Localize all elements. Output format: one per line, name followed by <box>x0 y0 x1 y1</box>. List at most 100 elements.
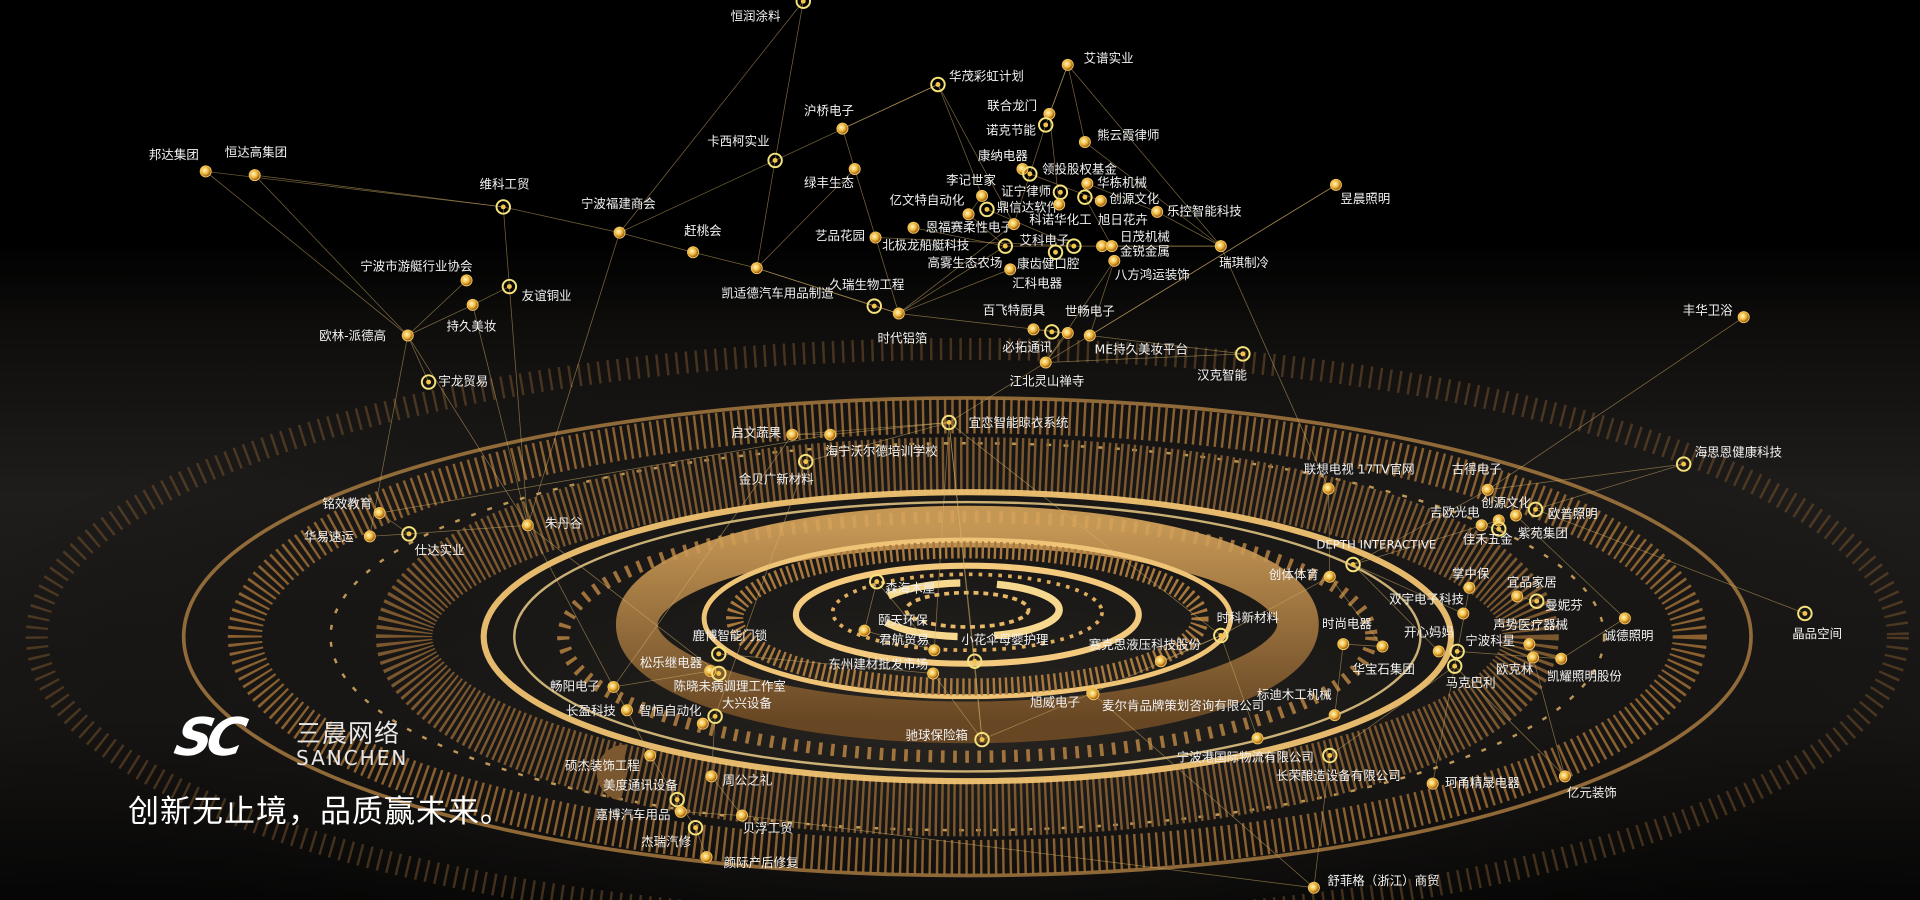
node-label[interactable]: 宁波市游艇行业协会 <box>360 258 472 273</box>
network-node[interactable]: 鹿博智能门锁 <box>692 628 767 662</box>
node-label[interactable]: 艾谱实业 <box>1084 50 1134 65</box>
network-node[interactable]: ME持久美妆平台 <box>1083 329 1188 357</box>
node-label[interactable]: 晶品空间 <box>1792 626 1842 641</box>
node-label[interactable]: 旭日花卉 <box>1098 212 1148 227</box>
node-label[interactable]: 赛克思液压科技股份 <box>1089 637 1202 652</box>
node-label[interactable]: 金锐金属 <box>1120 244 1170 259</box>
node-label[interactable]: 熊云霞律师 <box>1097 127 1159 142</box>
network-node[interactable]: 凯适德汽车用品制造 <box>721 262 834 301</box>
node-label[interactable]: 吉欧光电 <box>1430 505 1480 520</box>
node-label[interactable]: 邦达集团 <box>149 147 199 162</box>
node-label[interactable]: 古得电子 <box>1452 462 1502 477</box>
network-node[interactable]: 丰华卫浴 <box>1683 303 1750 324</box>
node-label[interactable]: 诚德照明 <box>1604 628 1654 643</box>
node-label[interactable]: 李记世家 <box>946 173 996 188</box>
node-label[interactable]: 海宁沃尔德培训学校 <box>826 443 939 458</box>
node-label[interactable]: 开心妈妈 <box>1404 625 1454 640</box>
node-label[interactable]: 畅阳电子 <box>550 678 600 693</box>
network-node[interactable]: 宜恋智能晾衣系统 <box>941 414 1068 430</box>
network-node[interactable]: 华栋机械 <box>1081 175 1147 190</box>
network-node[interactable]: DEPTH INTERACTIVE <box>1316 537 1436 573</box>
node-label[interactable]: 美度通讯设备 <box>603 778 678 793</box>
network-node[interactable]: 诺克节能 <box>986 117 1054 138</box>
network-node[interactable]: 珂甬精晟电器 <box>1426 775 1520 790</box>
node-label[interactable]: 绿丰生态 <box>804 175 854 190</box>
node-label[interactable]: 欧普照明 <box>1548 506 1598 521</box>
network-node[interactable]: 陈晓未病调理工作室 <box>674 665 786 694</box>
network-node[interactable]: 亿元装饰 <box>1558 770 1617 800</box>
network-node[interactable]: 乐控智能科技 <box>1151 203 1243 218</box>
network-node[interactable]: 高雾生态农场 <box>927 218 1020 270</box>
node-label[interactable]: 陈晓未病调理工作室 <box>674 678 786 693</box>
node-label[interactable]: 华栋机械 <box>1097 175 1147 190</box>
node-label[interactable]: 佳禾五金 <box>1463 532 1513 547</box>
network-node[interactable]: 持久美妆 <box>446 298 496 333</box>
network-node[interactable]: 宇龙贸易 <box>420 374 488 390</box>
node-label[interactable]: 友谊铜业 <box>522 288 572 303</box>
node-label[interactable]: 恒润涂料 <box>731 9 781 24</box>
node-label[interactable]: 必拓通讯 <box>1002 339 1052 354</box>
network-node[interactable]: 恩福赛柔性电子 <box>907 219 1013 234</box>
node-label[interactable]: 乐控智能科技 <box>1167 203 1242 218</box>
node-label[interactable]: 康齿健口腔 <box>1017 256 1079 271</box>
network-node[interactable]: 维科工贸 <box>480 176 530 215</box>
node-label[interactable]: 创体体育 <box>1269 567 1319 582</box>
network-node[interactable]: 开心妈妈 <box>1404 625 1454 658</box>
network-node[interactable]: 欧克林 <box>1496 651 1540 676</box>
network-node[interactable]: 马克巴利 <box>1446 658 1496 690</box>
network-node[interactable]: 时尚电器 <box>1322 616 1372 651</box>
node-label[interactable]: 高雾生态农场 <box>927 255 1002 270</box>
node-label[interactable]: 江北灵山禅寺 <box>1010 374 1085 389</box>
network-node[interactable]: 江北灵山禅寺 <box>1010 356 1085 389</box>
node-label[interactable]: 珂甬精晟电器 <box>1445 775 1520 790</box>
node-label[interactable]: 曼妮芬 <box>1545 598 1583 613</box>
network-node[interactable]: 驰球保险箱 <box>906 727 990 748</box>
node-label[interactable]: 声势医疗器械 <box>1493 617 1568 632</box>
network-node[interactable]: 百飞特厨具 <box>983 303 1045 336</box>
network-node[interactable]: 掌中保 <box>1452 566 1490 594</box>
node-label[interactable]: 鹿博智能门锁 <box>692 628 767 643</box>
network-node[interactable]: 海宁沃尔德培训学校 <box>824 428 939 458</box>
network-node[interactable]: 康齿健口腔 <box>1017 244 1079 271</box>
network-node[interactable]: 领投股权基金 <box>1022 162 1117 182</box>
node-label[interactable]: 铭效教育 <box>322 496 372 511</box>
node-label[interactable]: 大兴设备 <box>722 696 772 711</box>
node-label[interactable]: 智恒自动化 <box>639 703 701 718</box>
node-label[interactable]: 掌中保 <box>1452 566 1490 581</box>
node-label[interactable]: 亿文特自动化 <box>890 192 965 207</box>
node-label[interactable]: 启文蔬果 <box>731 425 781 440</box>
node-label[interactable]: 赶桃会 <box>684 223 721 238</box>
node-label[interactable]: 艺品花园 <box>815 228 865 243</box>
node-label[interactable]: 贝浮工贸 <box>743 820 793 835</box>
network-node[interactable]: 艾谱实业 <box>1061 50 1134 71</box>
network-node[interactable]: 绿丰生态 <box>804 162 861 190</box>
network-node[interactable]: 创体体育 <box>1269 567 1336 583</box>
network-node[interactable]: 赛克思液压科技股份 <box>1089 637 1202 668</box>
network-node[interactable]: 朱丹谷 <box>521 516 583 532</box>
network-node[interactable]: 联想电视 17TV官网 <box>1304 462 1415 495</box>
node-label[interactable]: 硕杰装饰工程 <box>565 758 640 773</box>
node-label[interactable]: 长荣酿造设备有限公司 <box>1276 768 1401 783</box>
node-label[interactable]: 嘉博汽车用品 <box>596 807 671 822</box>
node-label[interactable]: 金贝广新材料 <box>739 471 814 486</box>
network-node[interactable]: 美度通讯设备 <box>603 778 685 808</box>
node-label[interactable]: 麦尔肯品牌策划咨询有限公司 <box>1102 698 1264 713</box>
node-label[interactable]: 日茂机械 <box>1120 229 1170 244</box>
node-label[interactable]: 艾科电子 <box>1020 233 1070 248</box>
node-label[interactable]: 创源文化 <box>1481 495 1531 510</box>
node-label[interactable]: 汉克智能 <box>1197 367 1247 382</box>
network-node[interactable]: 仕达实业 <box>401 526 465 558</box>
network-node[interactable]: 畅阳电子 <box>550 678 620 693</box>
network-node[interactable]: 欧普照明 <box>1527 501 1598 521</box>
node-label[interactable]: 恩福赛柔性电子 <box>926 219 1013 234</box>
network-node[interactable]: 古得电子 <box>1452 462 1502 496</box>
network-node[interactable]: 华宝石集团 <box>1352 640 1415 676</box>
node-label[interactable]: 凯适德汽车用品制造 <box>721 285 834 300</box>
network-node[interactable]: 北极龙船艇科技 <box>882 238 1014 254</box>
node-label[interactable]: 瑞琪制冷 <box>1219 255 1269 270</box>
node-label[interactable]: 汇科电器 <box>1012 276 1062 291</box>
network-node[interactable]: 科诺华化工 <box>1029 198 1092 227</box>
node-label[interactable]: 驰球保险箱 <box>906 727 968 742</box>
node-label[interactable]: 八方鸿运装饰 <box>1115 267 1190 282</box>
node-label[interactable]: 证宁律师 <box>1001 184 1051 199</box>
